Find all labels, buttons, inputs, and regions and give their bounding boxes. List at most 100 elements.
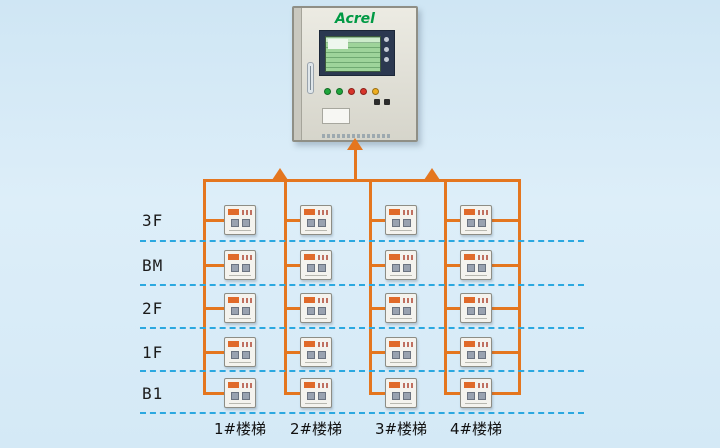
module-label-tag [464,209,475,215]
arrow-up-icon [272,168,288,180]
module-label-tag [464,297,475,303]
monitor-module [300,250,332,280]
module-button [318,392,326,400]
module-markings [403,210,413,215]
bus-stub-line [492,392,518,395]
bus-stub-line [492,264,518,267]
module-button [478,219,486,227]
module-markings [318,255,328,260]
control-cabinet: Acrel [292,6,418,142]
module-button [392,219,400,227]
module-markings [478,298,488,303]
glass-tube [307,62,314,94]
module-button [392,264,400,272]
module-button [403,392,411,400]
module-button [318,264,326,272]
module-divider [390,318,412,319]
module-markings [403,383,413,388]
control-knob [374,99,380,105]
module-label-tag [389,297,400,303]
module-markings [242,255,252,260]
lcd-display [325,36,381,72]
module-label-tag [464,254,475,260]
arrow-up-icon [347,138,363,150]
bus-riser-line [284,179,287,395]
bus-stub-line [372,351,385,354]
module-divider [465,362,487,363]
screen-button [384,47,389,52]
monitor-module [224,293,256,323]
module-button [307,219,315,227]
monitor-module [460,293,492,323]
module-button [392,307,400,315]
stair-label: 4#楼梯 [449,420,503,438]
bus-stub-line [287,351,300,354]
module-button [231,307,239,315]
module-button [307,264,315,272]
module-label-tag [228,254,239,260]
module-divider [229,362,251,363]
module-divider [305,362,327,363]
module-divider [229,230,251,231]
module-label-tag [389,254,400,260]
stair-label: 2#楼梯 [289,420,343,438]
module-divider [305,230,327,231]
monitor-module [460,378,492,408]
bus-stub-line [372,219,385,222]
module-label-tag [304,297,315,303]
module-button [318,219,326,227]
floor-divider [140,412,584,414]
module-button [307,307,315,315]
module-divider [465,230,487,231]
bus-stub-line [492,351,518,354]
module-button [242,219,250,227]
module-button [242,307,250,315]
module-label-tag [389,382,400,388]
module-button [478,307,486,315]
module-markings [478,383,488,388]
module-button [231,264,239,272]
bus-stub-line [206,307,224,310]
module-button [242,264,250,272]
module-markings [478,210,488,215]
bus-stub-line [372,307,385,310]
floor-label: 3F [142,211,164,230]
floor-divider [140,370,584,372]
module-label-tag [464,341,475,347]
module-label-tag [228,297,239,303]
module-label-tag [464,382,475,388]
module-button [467,351,475,359]
module-button [478,392,486,400]
monitor-module [385,250,417,280]
cabinet-nameplate-text [322,134,392,138]
module-button [242,392,250,400]
stair-label: 1#楼梯 [213,420,267,438]
bus-stub-line [447,219,460,222]
floor-label: 2F [142,299,164,318]
module-button [392,351,400,359]
cabinet-slot [322,108,350,124]
bus-stub-line [287,219,300,222]
monitor-module [224,250,256,280]
screen-button [384,57,389,62]
monitor-module [224,205,256,235]
bus-stub-line [206,392,224,395]
module-divider [229,403,251,404]
cabinet-connector-line [354,149,357,181]
module-button [478,351,486,359]
monitor-module [460,250,492,280]
module-button [478,264,486,272]
module-markings [318,210,328,215]
monitor-module [385,378,417,408]
bus-stub-line [447,307,460,310]
indicator-lamp [360,88,367,95]
indicator-lamp [324,88,331,95]
bus-riser-line [518,179,521,395]
bus-stub-line [447,264,460,267]
bus-stub-line [447,351,460,354]
module-divider [305,275,327,276]
cabinet-hinge-strip [294,8,302,140]
monitor-module [460,337,492,367]
module-markings [478,255,488,260]
indicator-lamp [372,88,379,95]
